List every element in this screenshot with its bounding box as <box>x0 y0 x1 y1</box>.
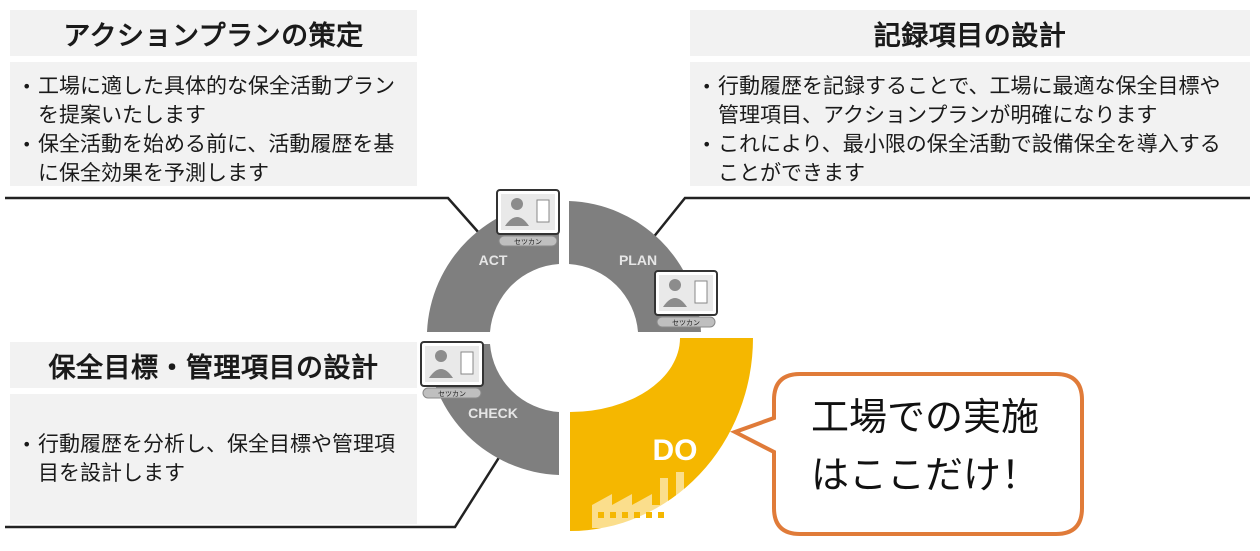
svg-text:セツカン: セツカン <box>438 390 466 398</box>
callout-bubble <box>729 372 1084 536</box>
do-quadrant <box>570 338 753 531</box>
plan-label: PLAN <box>619 252 657 268</box>
act-bullet-1: 工場に適した具体的な保全活動プランを提案いたします <box>22 72 403 130</box>
plan-connector-line <box>647 196 1250 245</box>
callout-text: 工場での実施 はここだけ！ <box>770 388 1080 504</box>
laptop-icon-check: セツカン <box>420 341 484 399</box>
check-bullet-1: 行動履歴を分析し、保全目標や管理項目を設計します <box>22 430 403 488</box>
svg-text:セツカン: セツカン <box>514 238 542 246</box>
plan-description: 行動履歴を記録することで、工場に最適な保全目標や管理項目、アクションプランが明確… <box>690 62 1250 186</box>
check-description: 行動履歴を分析し、保全目標や管理項目を設計します <box>10 394 417 524</box>
check-label: CHECK <box>468 405 518 421</box>
plan-title: 記録項目の設計 <box>690 10 1250 56</box>
laptop-icon-plan: セツカン <box>654 270 718 328</box>
act-connector-line <box>5 196 488 243</box>
act-label: ACT <box>479 252 508 268</box>
act-description: 工場に適した具体的な保全活動プランを提案いたします 保全活動を始める前に、活動履… <box>10 62 417 186</box>
callout-line-1: 工場での実施 <box>810 395 1039 439</box>
check-title: 保全目標・管理項目の設計 <box>10 342 417 388</box>
plan-bullet-1: 行動履歴を記録することで、工場に最適な保全目標や管理項目、アクションプランが明確… <box>702 72 1236 130</box>
act-title: アクションプランの策定 <box>10 10 417 56</box>
do-label: DO <box>653 434 698 467</box>
svg-text:セツカン: セツカン <box>672 319 700 327</box>
act-bullet-2: 保全活動を始める前に、活動履歴を基に保全効果を予測します <box>22 130 403 188</box>
callout-line-2: はここだけ！ <box>810 453 1039 497</box>
check-connector-line <box>5 447 507 529</box>
laptop-icon-act: セツカン <box>496 189 560 247</box>
plan-bullet-2: これにより、最小限の保全活動で設備保全を導入することができます <box>702 130 1236 188</box>
